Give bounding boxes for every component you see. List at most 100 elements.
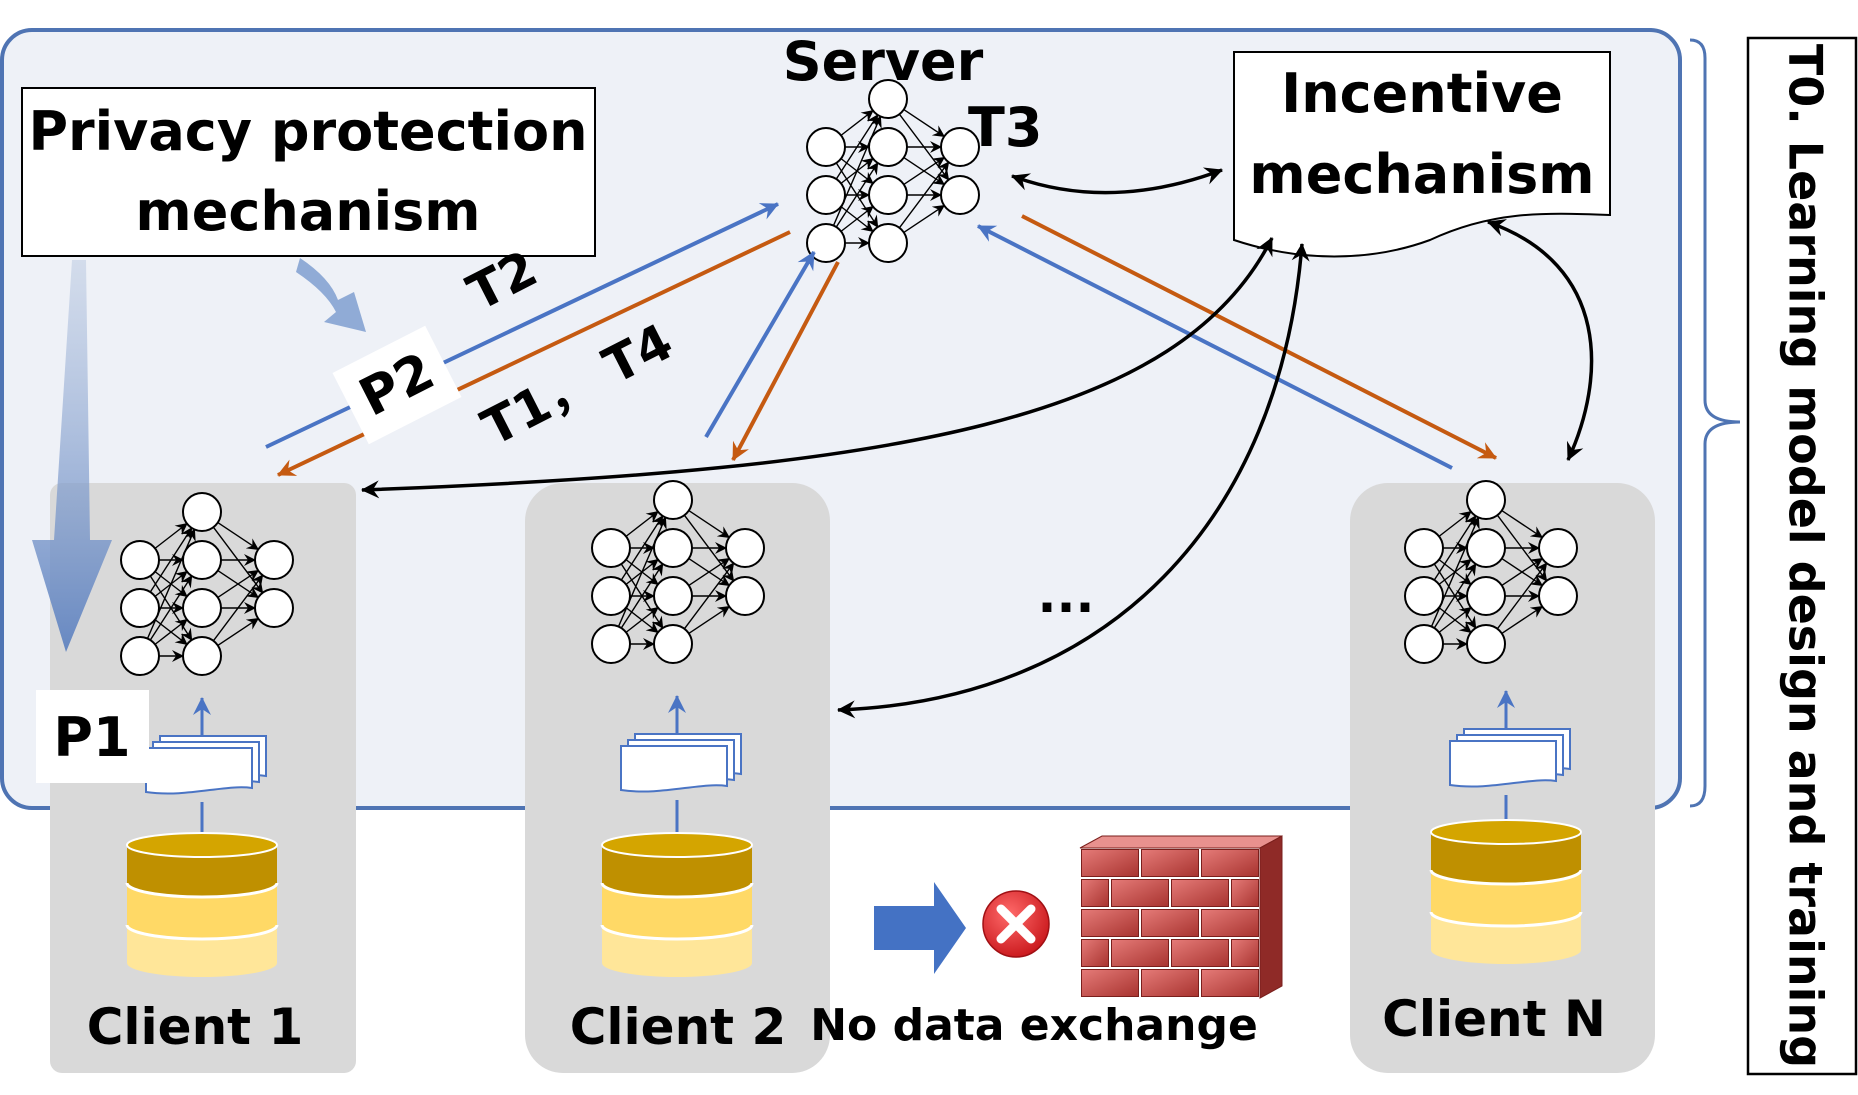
- wall-top: [1079, 835, 1283, 849]
- incentive-mechanism-line1: Incentive: [1281, 62, 1563, 125]
- nn-node: [1466, 624, 1506, 664]
- nn-edge: [840, 206, 874, 232]
- privacy-mechanism-line1: Privacy protection: [28, 100, 587, 163]
- brick: [1231, 939, 1259, 967]
- privacy-mechanism-line2: mechanism: [135, 180, 480, 243]
- brick: [1081, 909, 1139, 937]
- client-2-label: Client 2: [570, 998, 787, 1056]
- brick: [1111, 939, 1169, 967]
- client-1-label: Client 1: [87, 998, 304, 1056]
- privacy-to-p2-arrow: [296, 258, 366, 332]
- nn-node: [120, 540, 160, 580]
- brick: [1111, 879, 1169, 907]
- nn-edge: [620, 563, 664, 629]
- nn-node: [653, 528, 693, 568]
- privacy-mechanism-box: [21, 87, 596, 257]
- brick: [1201, 849, 1259, 877]
- nn-node: [653, 576, 693, 616]
- nn-edge: [688, 509, 731, 539]
- nn-node: [868, 223, 908, 263]
- nn-node: [806, 127, 846, 167]
- brick: [1141, 849, 1199, 877]
- t0-brace: [1689, 38, 1741, 808]
- nn-edge: [149, 575, 193, 641]
- brick: [1081, 939, 1109, 967]
- nn-edge: [688, 605, 731, 635]
- nn-node: [868, 79, 908, 119]
- client-1-data-stack: [125, 697, 279, 977]
- nn-edge: [154, 619, 188, 645]
- nn-node: [182, 540, 222, 580]
- nn-node: [182, 636, 222, 676]
- document-stack-icon: [1449, 728, 1571, 788]
- nn-edge: [898, 161, 950, 229]
- database-icon: [1429, 819, 1583, 964]
- brick: [1171, 939, 1229, 967]
- client-n-neural-network-icon: [1404, 480, 1578, 664]
- blue-right-arrow-icon: [874, 882, 966, 974]
- nn-edge: [217, 617, 260, 647]
- client-2-neural-network-icon: [591, 480, 765, 664]
- brick: [1201, 909, 1259, 937]
- nn-edge: [835, 162, 879, 228]
- p1-tag: [36, 690, 149, 783]
- nn-edge: [1496, 562, 1548, 630]
- server-incentive-arrow: [1011, 167, 1223, 195]
- incentive-mechanism-line2: mechanism: [1249, 143, 1594, 206]
- brick: [1081, 849, 1139, 877]
- nn-node: [1466, 576, 1506, 616]
- nn-node: [653, 624, 693, 664]
- t0-box: [1746, 36, 1858, 1076]
- t0-label: T0. Learning model design and training: [1779, 44, 1833, 1068]
- nn-node: [182, 588, 222, 628]
- client-2-data-stack: [600, 695, 754, 977]
- wall-side: [1259, 835, 1283, 999]
- nn-edge: [625, 607, 659, 633]
- document-stack-icon: [145, 735, 267, 795]
- nn-node: [1404, 624, 1444, 664]
- brick: [1201, 969, 1259, 997]
- nn-edge: [1501, 509, 1544, 539]
- nn-edge: [903, 204, 946, 234]
- nn-node: [1404, 576, 1444, 616]
- nn-node: [806, 175, 846, 215]
- stop-icon: [982, 890, 1050, 958]
- nn-edge: [1501, 605, 1544, 635]
- nn-node: [725, 576, 765, 616]
- nn-node: [591, 624, 631, 664]
- nn-node: [120, 636, 160, 676]
- nn-node: [120, 588, 160, 628]
- client-1-neural-network-icon: [120, 492, 294, 676]
- nn-edge: [683, 562, 735, 630]
- nn-edge: [212, 574, 264, 642]
- brick: [1231, 879, 1259, 907]
- nn-node: [1404, 528, 1444, 568]
- client-n-label: Client N: [1382, 990, 1606, 1048]
- brick: [1141, 909, 1199, 937]
- nn-node: [725, 528, 765, 568]
- brick: [1081, 969, 1139, 997]
- nn-node: [591, 576, 631, 616]
- client-n-data-stack: [1429, 690, 1583, 964]
- brick-wall-icon: [1079, 835, 1283, 999]
- brick: [1081, 879, 1109, 907]
- privacy-to-p1-arrow: [32, 260, 112, 652]
- nn-node: [254, 540, 294, 580]
- incentive-client-n-arrow: [1487, 219, 1594, 461]
- nn-edge: [1438, 607, 1472, 633]
- nn-node: [1538, 576, 1578, 616]
- nn-node: [1466, 480, 1506, 520]
- document-stack-icon: [620, 733, 742, 793]
- nn-node: [1466, 528, 1506, 568]
- nn-node: [182, 492, 222, 532]
- no-data-exchange-label: No data exchange: [810, 1000, 1258, 1051]
- database-icon: [125, 832, 279, 977]
- database-icon: [600, 832, 754, 977]
- nn-edge: [217, 521, 260, 551]
- nn-node: [254, 588, 294, 628]
- brick: [1171, 879, 1229, 907]
- p1-label: P1: [53, 706, 130, 769]
- nn-node: [868, 175, 908, 215]
- nn-node: [1538, 528, 1578, 568]
